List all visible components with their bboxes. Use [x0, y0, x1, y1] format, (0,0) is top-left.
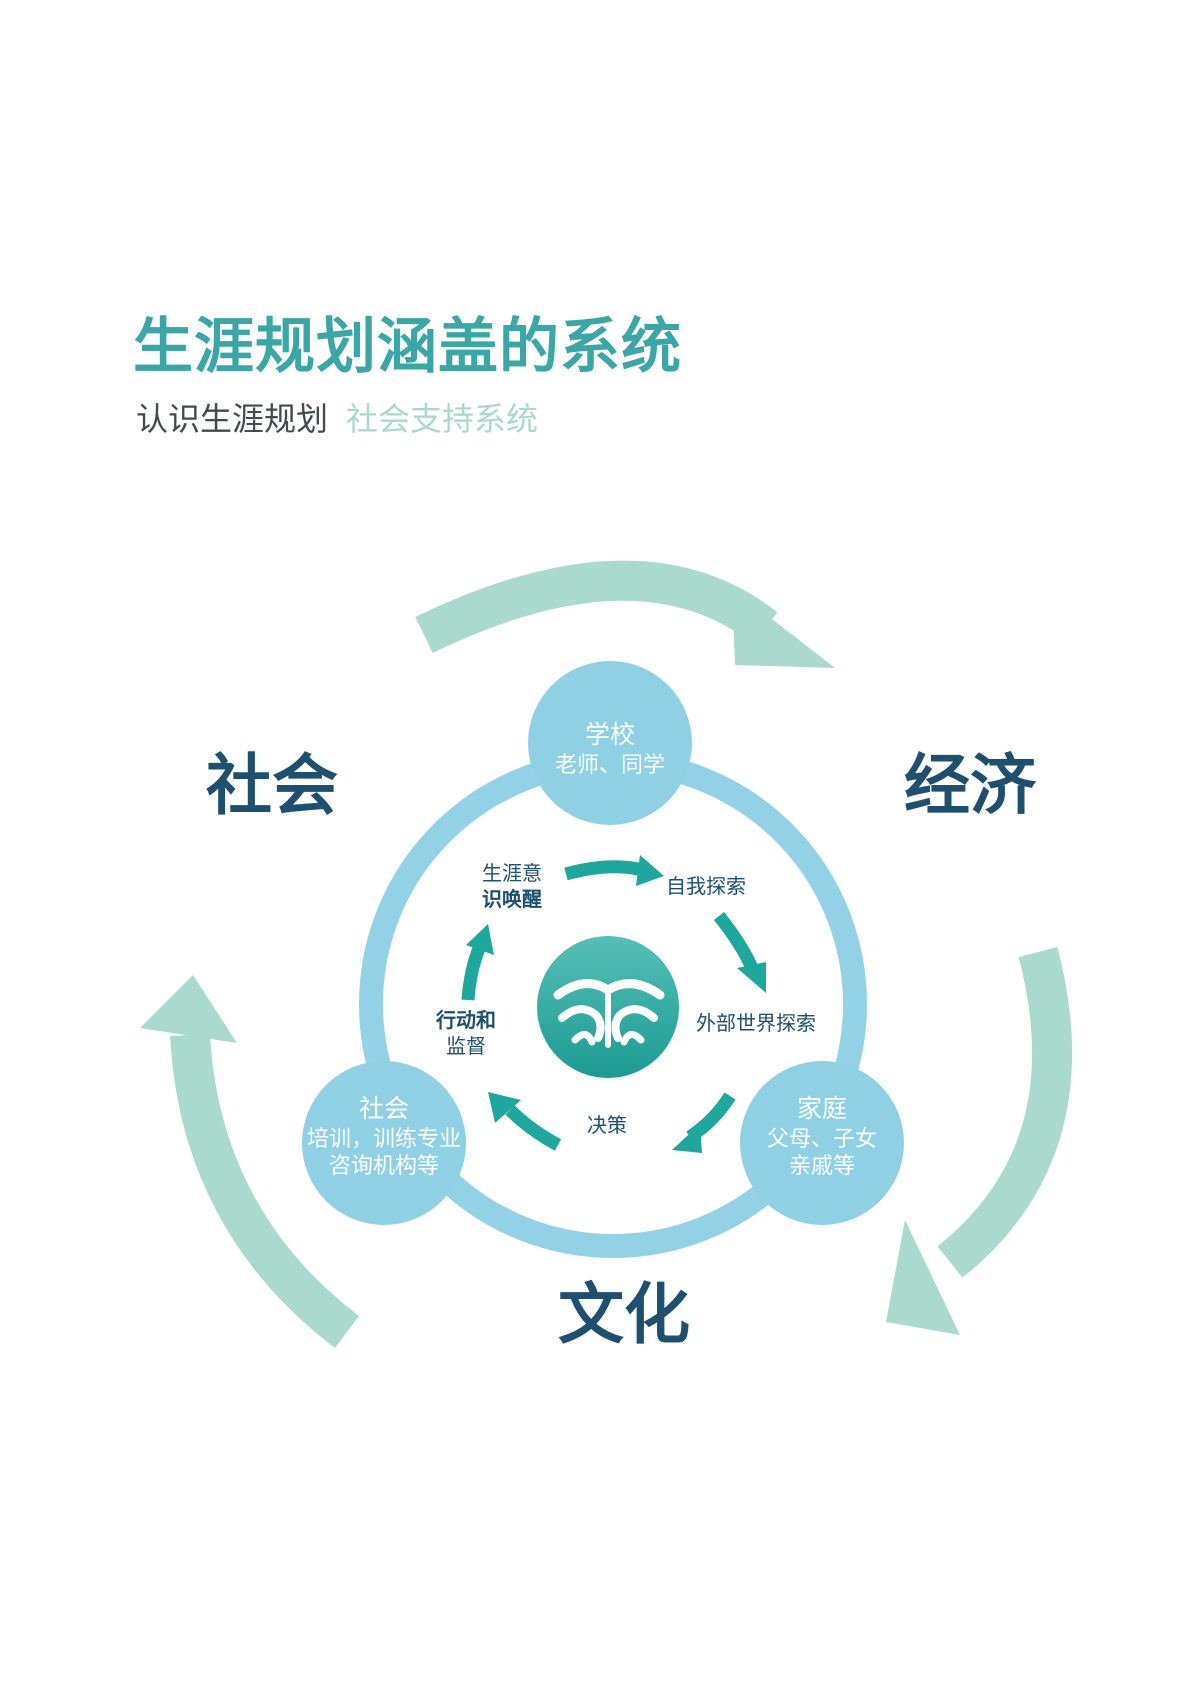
inner-cycle-arrows [461, 855, 766, 1153]
curved-arrow-icon [461, 924, 494, 1001]
label-culture: 文化 [558, 1276, 690, 1353]
cycle-action-2: 监督 [446, 1034, 486, 1058]
curved-arrow-icon [140, 975, 360, 1348]
curved-arrow-icon [564, 855, 664, 886]
cycle-awareness-2: 识唤醒 [482, 887, 542, 911]
page-subtitle: 认识生涯规划社会支持系统 [136, 394, 538, 440]
node-family-detail-1: 父母、子女 [767, 1127, 877, 1152]
curved-arrow-icon [672, 1092, 736, 1153]
node-family-title: 家庭 [797, 1094, 847, 1123]
cycle-self-explore: 自我探索 [666, 874, 746, 898]
curved-arrow-icon [886, 946, 1072, 1335]
node-school-detail: 老师、同学 [555, 753, 665, 778]
cycle-awareness-1: 生涯意 [482, 861, 542, 885]
label-economy: 经济 [904, 747, 1037, 824]
node-society-title: 社会 [359, 1094, 409, 1123]
curved-arrow-icon [415, 560, 835, 668]
node-family-detail-2: 亲戚等 [789, 1154, 855, 1179]
subtitle-section: 认识生涯规划 [136, 400, 329, 438]
node-society: 社会 培训，训练专业 咨询机构等 [302, 1061, 466, 1225]
curved-arrow-icon [713, 911, 766, 993]
cycle-action-1: 行动和 [435, 1008, 496, 1032]
node-society-detail-2: 咨询机构等 [329, 1154, 439, 1179]
node-school: 学校 老师、同学 [528, 661, 692, 825]
node-family: 家庭 父母、子女 亲戚等 [740, 1061, 904, 1225]
curved-arrow-icon [488, 1092, 562, 1151]
outer-cycle-arrows [140, 560, 1072, 1348]
subtitle-topic: 社会支持系统 [346, 400, 539, 438]
cycle-decision: 决策 [587, 1113, 627, 1137]
cycle-world-explore: 外部世界探索 [696, 1011, 816, 1035]
logo-icon [537, 936, 679, 1078]
label-society: 社会 [206, 747, 338, 824]
page-title: 生涯规划涵盖的系统 [133, 312, 682, 382]
node-society-detail-1: 培训，训练专业 [307, 1127, 461, 1152]
node-school-title: 学校 [585, 720, 635, 749]
